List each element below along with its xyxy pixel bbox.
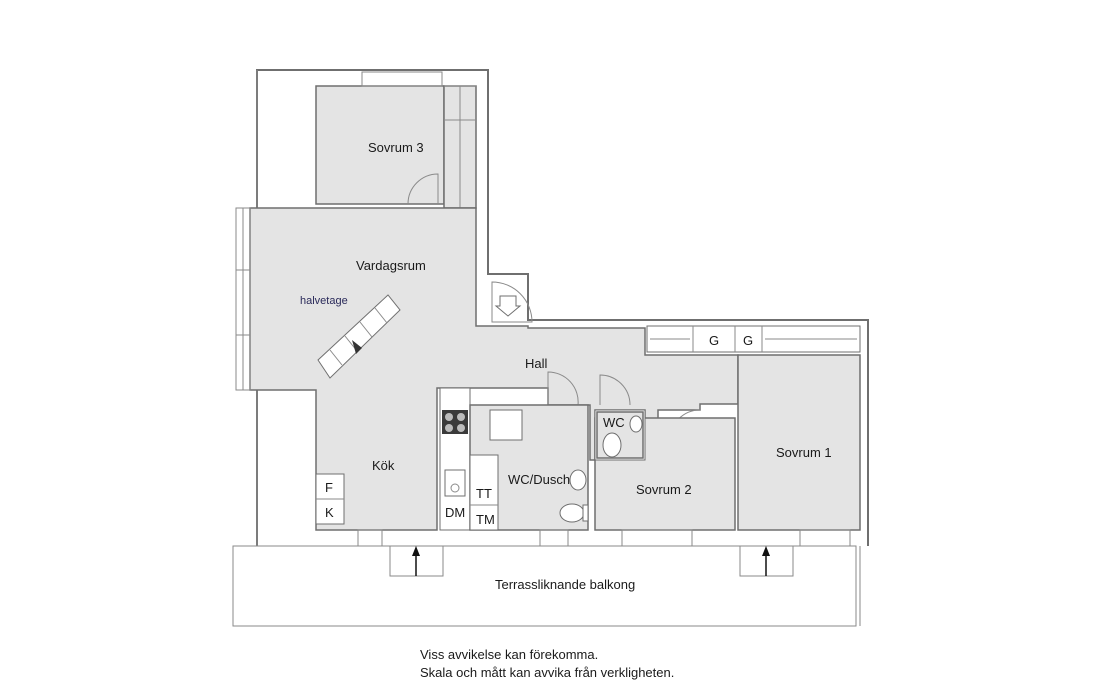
label-g1: G <box>709 333 719 348</box>
label-tm: TM <box>476 512 495 527</box>
disclaimer-line-1: Viss avvikelse kan förekomma. <box>420 647 599 662</box>
label-tt: TT <box>476 486 492 501</box>
entry-arrow-icon <box>412 546 420 556</box>
label-wc-dusch: WC/Dusch <box>508 472 570 487</box>
label-dm: DM <box>445 505 465 520</box>
entry-arrow-icon-2 <box>762 546 770 556</box>
label-kok: Kök <box>372 458 395 473</box>
label-wc: WC <box>603 415 625 430</box>
sink-icon <box>444 469 466 497</box>
disclaimer-line-2: Skala och mått kan avvika från verklighe… <box>420 665 675 680</box>
label-sovrum1: Sovrum 1 <box>776 445 832 460</box>
label-sovrum2: Sovrum 2 <box>636 482 692 497</box>
label-f: F <box>325 480 333 495</box>
label-g2: G <box>743 333 753 348</box>
outer-wall <box>256 69 869 546</box>
label-vardagsrum: Vardagsrum <box>356 258 426 273</box>
room-sovrum1 <box>737 354 861 531</box>
label-hall: Hall <box>525 356 548 371</box>
label-k: K <box>325 505 334 520</box>
label-sovrum3: Sovrum 3 <box>368 140 424 155</box>
toilet-icon <box>559 503 585 523</box>
label-halvetage: halvetage <box>300 295 348 307</box>
label-balkong: Terrassliknande balkong <box>495 577 635 592</box>
